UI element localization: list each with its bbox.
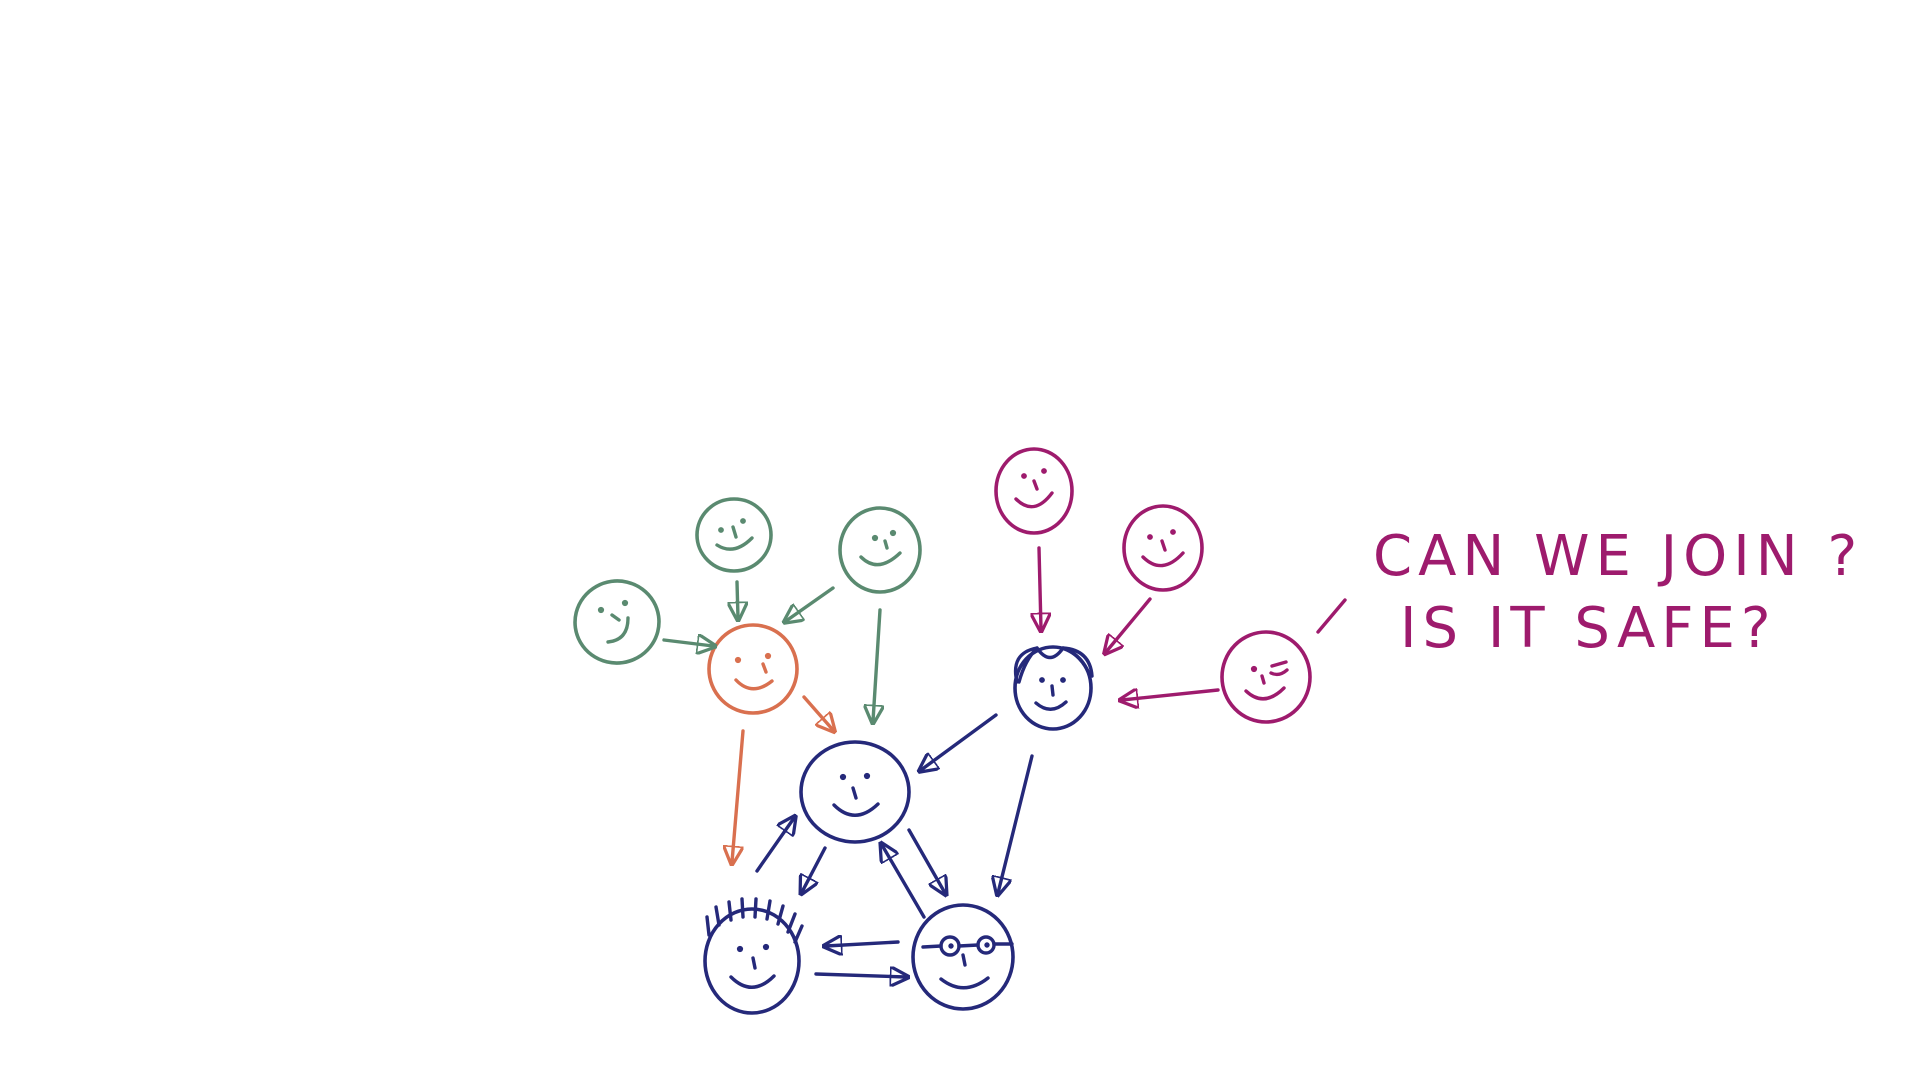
annotation-line-2: IS IT SAFE? [1400, 596, 1777, 661]
face-magenta-wink [1220, 630, 1312, 724]
arrow-orange-to-navy-center [802, 695, 833, 730]
face-navy-glasses [911, 903, 1015, 1011]
arrow-navy-spiky-to-navy-center [755, 818, 794, 873]
arrow-navy-center-to-navy-glasses [907, 828, 945, 893]
annotation-line-1: CAN WE JOIN ? [1373, 524, 1863, 589]
speech-tick [1316, 598, 1347, 634]
face-magenta-top [994, 447, 1074, 535]
face-green-right [838, 506, 922, 594]
arrow-magenta-wink-to-navy-hair [1122, 690, 1220, 700]
arrow-green-left-to-orange [662, 640, 713, 646]
face-navy-center [799, 740, 911, 844]
face-orange-center [707, 623, 799, 715]
arrow-green-right-to-orange [786, 586, 835, 621]
face-navy-spiky [703, 897, 804, 1015]
arrow-navy-glasses-to-navy-spiky [826, 942, 900, 946]
arrow-magenta-top-to-navy-hair [1039, 546, 1041, 629]
arrow-navy-hair-to-navy-glasses [998, 754, 1034, 893]
arrow-navy-glasses-to-navy-center [882, 845, 926, 919]
face-magenta-mid [1122, 504, 1204, 592]
face-navy-hair [1013, 645, 1094, 731]
arrow-navy-hair-to-navy-center [921, 713, 998, 770]
arrow-green-right-to-navy-center [873, 608, 880, 721]
arrow-green-top-to-orange [737, 580, 738, 618]
arrow-navy-spiky-to-navy-glasses [814, 974, 906, 977]
arrow-navy-center-to-navy-spiky [802, 846, 827, 892]
face-green-top [695, 497, 773, 573]
face-green-left [573, 579, 661, 665]
arrow-orange-to-navy-spiky [732, 729, 745, 862]
arrow-magenta-mid-to-navy-hair [1106, 597, 1152, 652]
